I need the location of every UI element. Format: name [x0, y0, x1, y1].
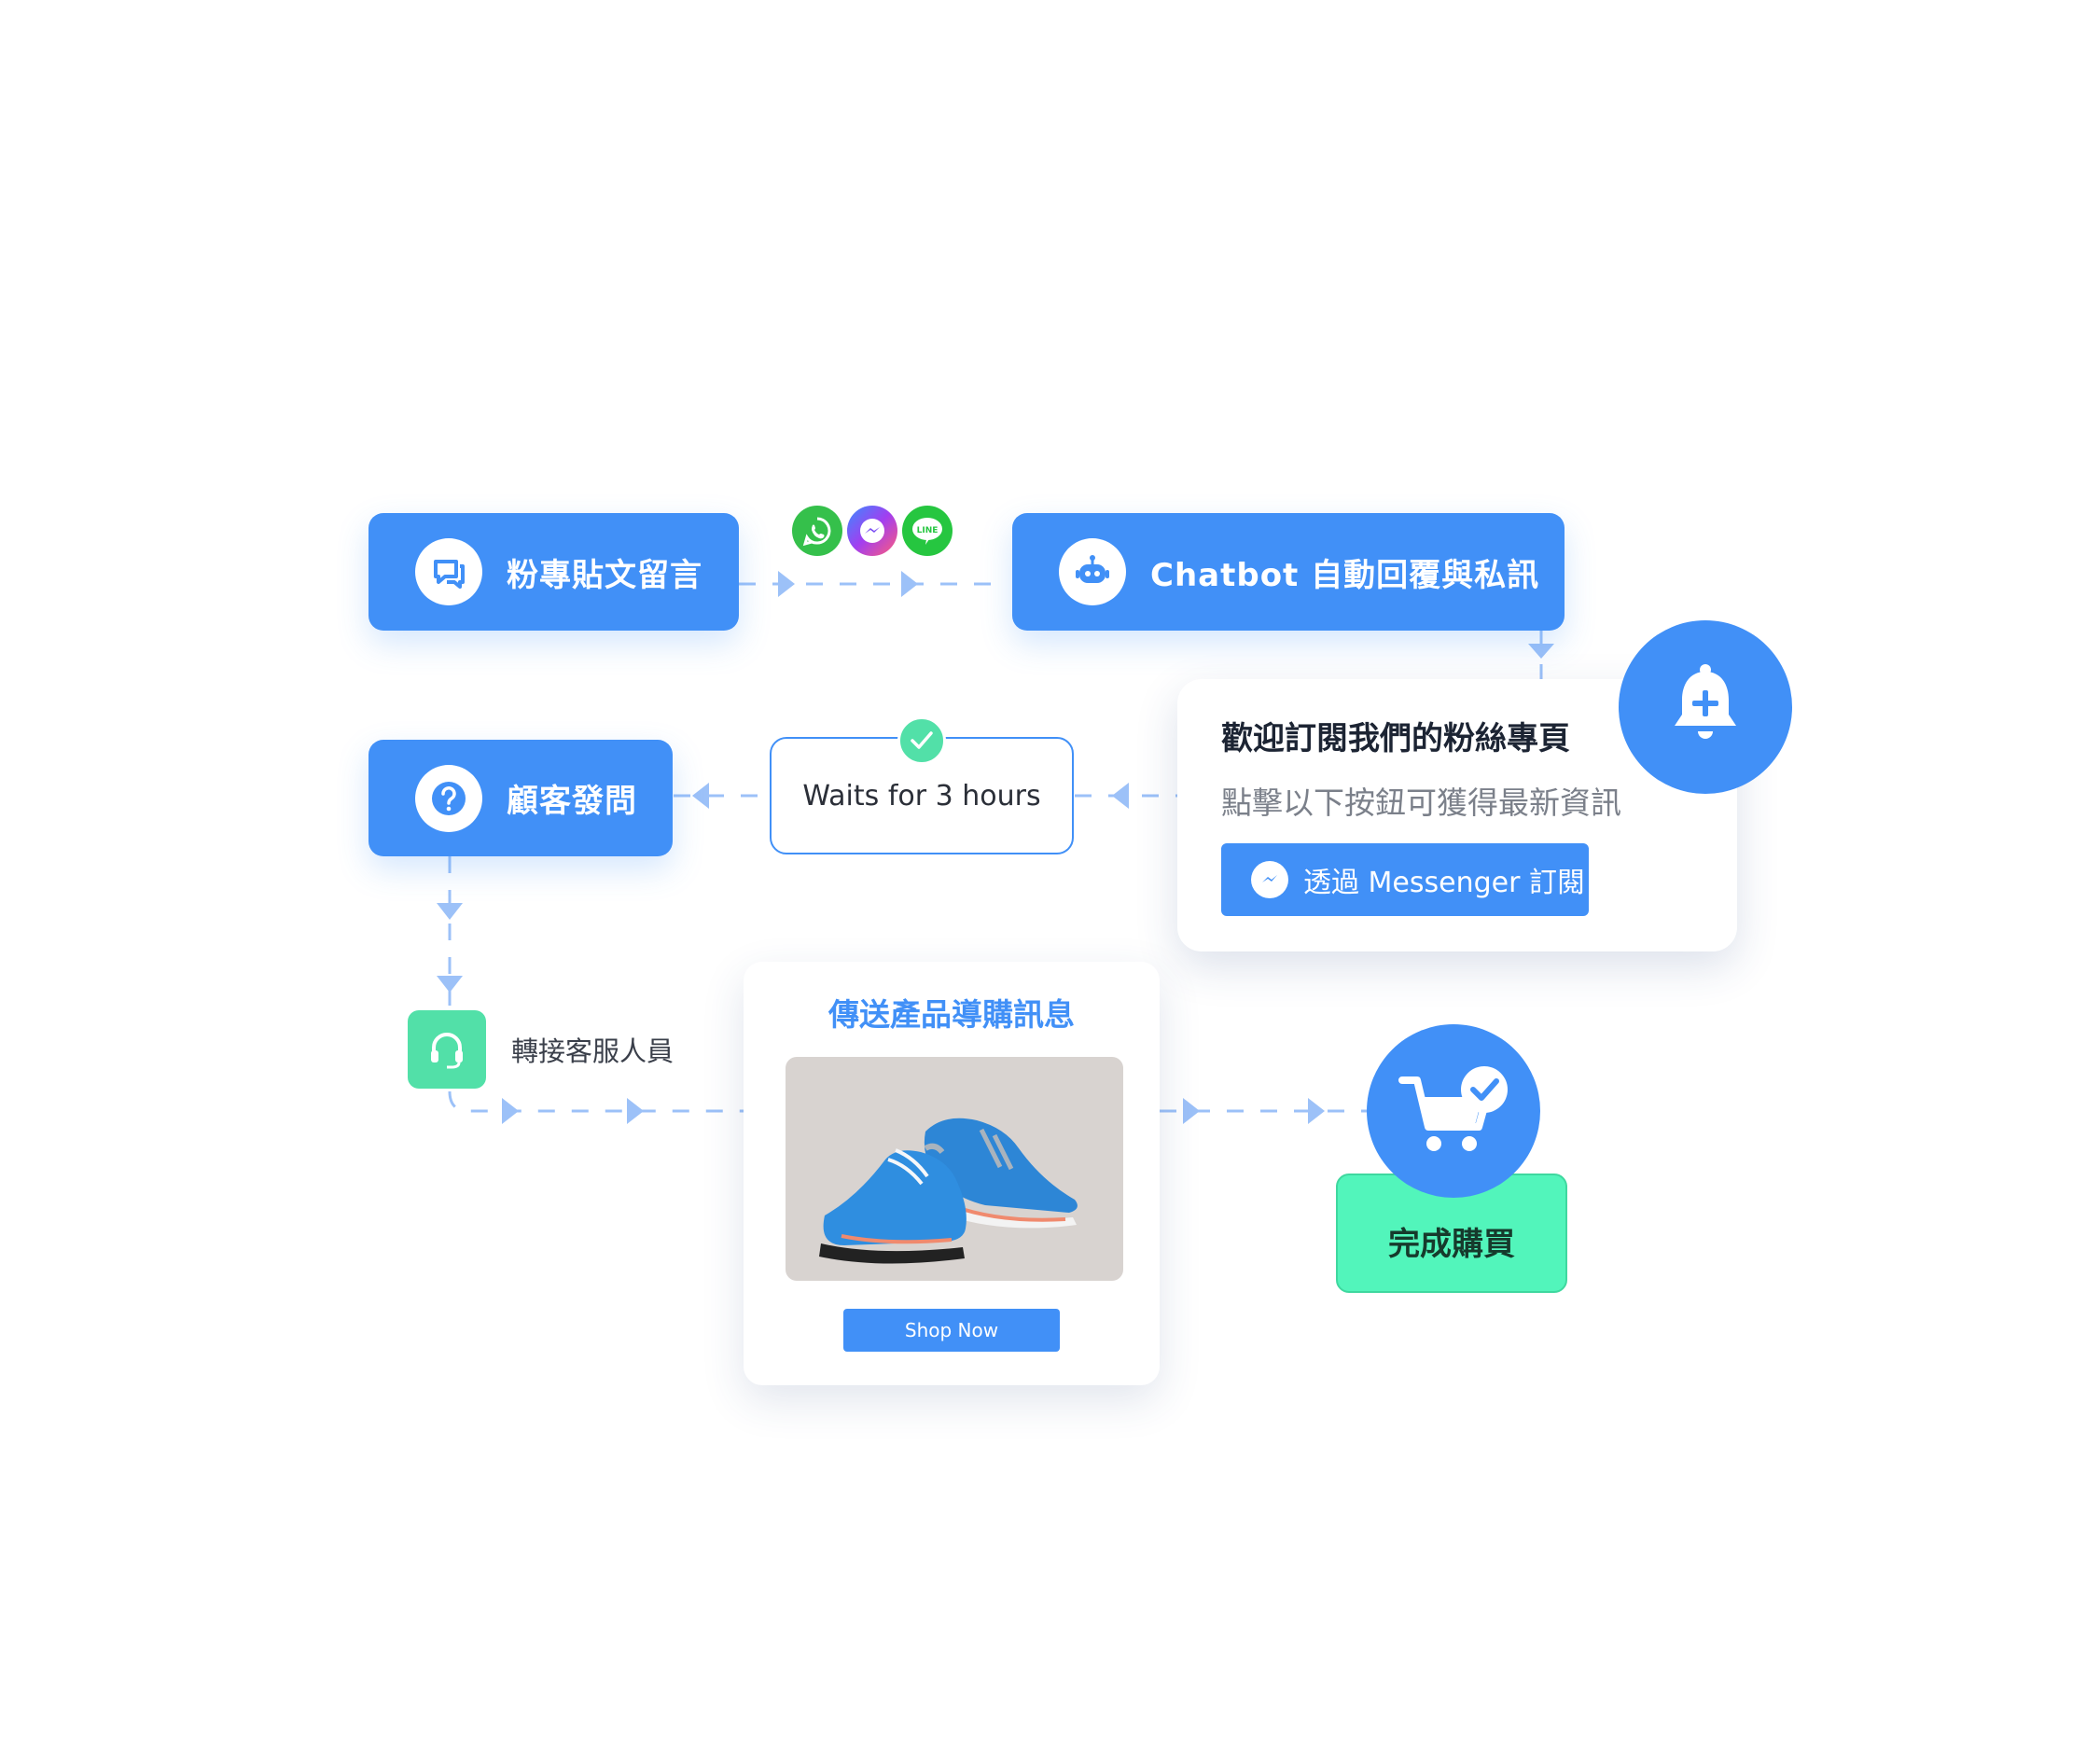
- bell-plus-icon: [1619, 620, 1792, 794]
- product-title: 傳送產品導購訊息: [828, 996, 1075, 1033]
- headset-icon: [408, 1010, 486, 1089]
- robot-icon: [1059, 538, 1126, 605]
- arrowhead: [901, 571, 918, 597]
- arrowhead: [1308, 1098, 1325, 1124]
- wait-label: Waits for 3 hours: [802, 779, 1041, 812]
- purchase-label: 完成購買: [1388, 1226, 1515, 1263]
- line-icon: LINE: [902, 506, 953, 556]
- messenger-icon: [847, 506, 897, 556]
- arrowhead: [1112, 783, 1129, 809]
- node-post-comment: 粉專貼文留言: [369, 513, 739, 631]
- subscribe-description: 點擊以下按鈕可獲得最新資訊: [1221, 785, 1621, 821]
- node-customer-question: 顧客發問: [369, 740, 673, 856]
- arrowhead: [627, 1098, 644, 1124]
- agent-label: 轉接客服人員: [511, 1035, 675, 1067]
- node-chatbot: Chatbot 自動回覆與私訊: [1012, 513, 1565, 631]
- shop-now-button[interactable]: Shop Now: [843, 1309, 1060, 1352]
- arrowhead: [437, 903, 463, 920]
- node-label: Chatbot 自動回覆與私訊: [1150, 556, 1540, 594]
- question-icon: [415, 764, 482, 832]
- cart-check-icon: [1367, 1024, 1540, 1198]
- messenger-icon: [1251, 861, 1288, 898]
- arrowhead: [1183, 1098, 1200, 1124]
- check-icon: [897, 716, 946, 765]
- node-label: 顧客發問: [507, 783, 637, 820]
- subscribe-title: 歡迎訂閱我們的粉絲專頁: [1221, 720, 1570, 757]
- svg-text:LINE: LINE: [917, 526, 939, 535]
- blue-sneakers-image: [786, 1057, 1123, 1281]
- node-label: 粉專貼文留言: [507, 556, 702, 594]
- subscribe-messenger-button[interactable]: 透過 Messenger 訂閱: [1221, 843, 1589, 916]
- arrowhead: [1528, 644, 1554, 659]
- subscribe-button-label: 透過 Messenger 訂閱: [1303, 867, 1585, 899]
- chat-bubble-icon: [415, 538, 482, 605]
- product-card: 傳送產品導購訊息 Shop Now: [744, 962, 1160, 1385]
- connector-arrowheads: [437, 571, 1554, 1124]
- arrowhead: [692, 783, 709, 809]
- arrowhead: [778, 571, 795, 597]
- wait-step: Waits for 3 hours: [770, 737, 1074, 854]
- arrowhead: [437, 976, 463, 993]
- whatsapp-icon: [792, 506, 842, 556]
- connector-agent-to-product: [448, 1090, 744, 1113]
- arrowhead: [502, 1098, 519, 1124]
